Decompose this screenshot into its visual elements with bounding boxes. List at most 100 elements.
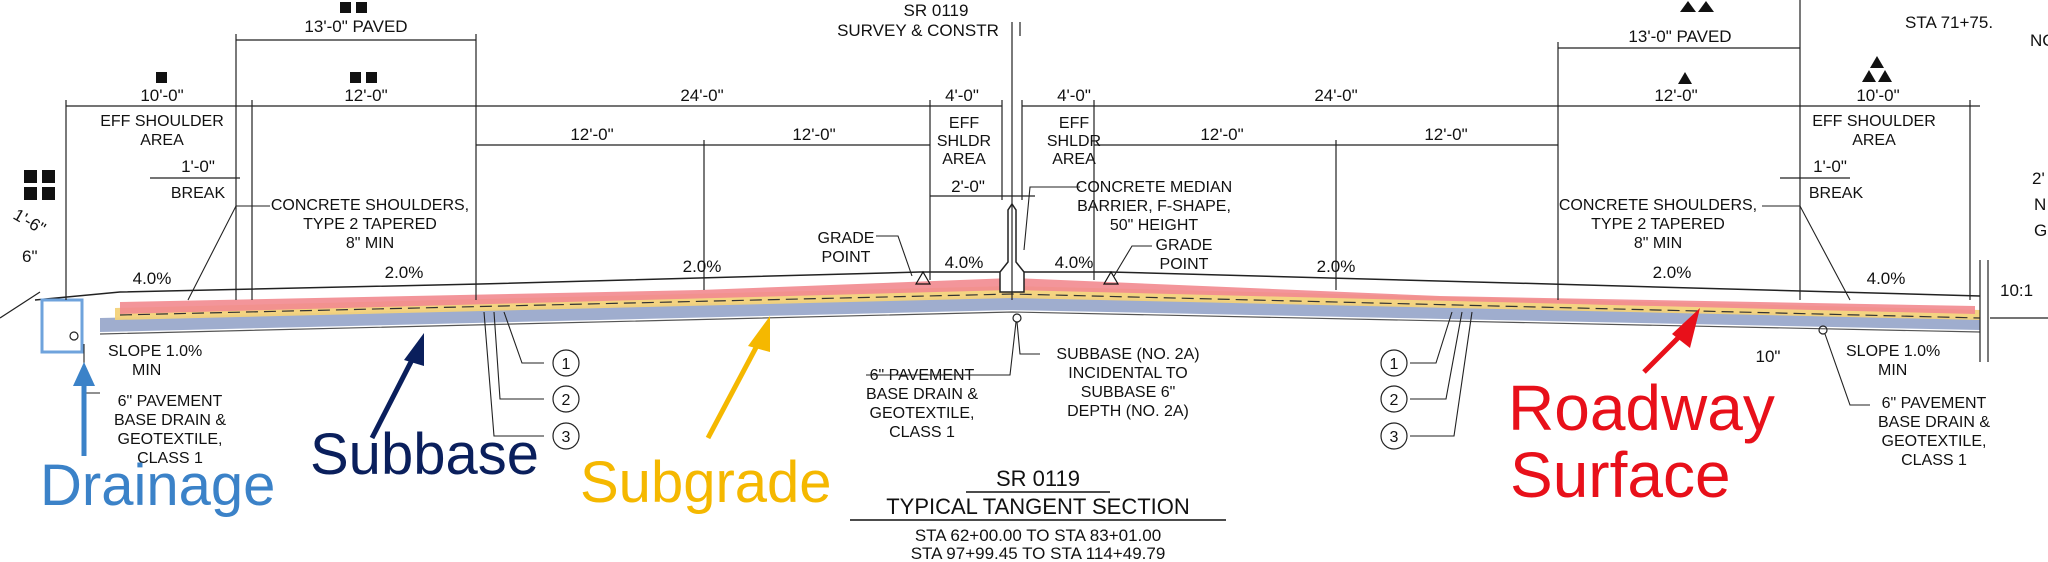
slope-left-shldr: 4.0%: [945, 253, 984, 272]
drain-left-1: 6" PAVEMENT: [118, 393, 223, 410]
median-label-3: 50" HEIGHT: [1110, 217, 1199, 234]
slope-right-1: SLOPE 1.0%: [1846, 343, 1940, 360]
callout-circle-2-left: [552, 385, 580, 413]
slope-right-inner: 2.0%: [1317, 257, 1356, 276]
break-right: BREAK: [1809, 185, 1864, 202]
right-partial-2-dim: 2': [2032, 169, 2045, 188]
conc-shoulders-left-3: 8" MIN: [346, 235, 394, 252]
grade-point-marker-icon: [914, 270, 932, 285]
right-partial-g: G: [2034, 221, 2047, 240]
callout-circle-3-right: [1380, 422, 1408, 450]
drain-right-4: CLASS 1: [1901, 452, 1967, 469]
annotation-roadway-2: Surface: [1510, 439, 1731, 511]
marker-square-icon: [366, 72, 377, 83]
median-label-1: CONCRETE MEDIAN: [1076, 179, 1232, 196]
level-markers: [24, 1, 1892, 285]
title-line4: STA 97+99.45 TO STA 114+49.79: [911, 544, 1166, 562]
drain-center-2: BASE DRAIN &: [866, 386, 978, 403]
subbase-arrow: [369, 354, 417, 440]
marker-triangle-icon: [1678, 72, 1692, 84]
eff-shoulder-area-right-1: EFF SHOULDER: [1812, 113, 1936, 130]
eff-shldr-left-1: EFF: [949, 115, 979, 132]
left-break-dim: 1'-0": [181, 157, 215, 176]
left-sub-12a: 12'-0": [570, 125, 613, 144]
pavement-layers: [0, 202, 2048, 362]
right-shoulder-dim: 10'-0": [1856, 86, 1899, 105]
callouts: 1 2 3 1 2 3: [552, 349, 1408, 450]
eff-shldr-right-2: SHLDR: [1047, 133, 1101, 150]
labels: EFF SHOULDER AREA EFF SHOULDER AREA BREA…: [100, 113, 2047, 469]
drain-left-4: CLASS 1: [137, 450, 203, 467]
marker-triangle-icon: [1680, 1, 1696, 12]
subgrade-arrow: [705, 338, 763, 440]
right-10in-dim: 10": [1756, 347, 1781, 366]
callout-3-left: 3: [562, 429, 571, 446]
section-title: SR 0119 TYPICAL TANGENT SECTION STA 62+0…: [850, 466, 1226, 562]
left-16-dim: 1'-6": [10, 205, 49, 238]
header: SR 0119 SURVEY & CONSTR STA 71+75. NC: [837, 1, 2048, 50]
subbase-note-4: DEPTH (NO. 2A): [1067, 403, 1189, 420]
callout-circle-1-left: [552, 349, 580, 377]
centerline-line1: SR 0119: [904, 1, 969, 20]
right-sub-12a: 12'-0": [1200, 125, 1243, 144]
left-slope-line: [0, 291, 41, 319]
subbase-note-1: SUBBASE (NO. 2A): [1056, 346, 1199, 363]
callout-2-right: 2: [1390, 392, 1399, 409]
eff-shoulder-area-right-2: AREA: [1852, 132, 1896, 149]
leader-lines: [83, 186, 1870, 437]
dimension-lines: [65, 0, 1980, 300]
top-right-partial: STA 71+75.: [1905, 13, 1993, 32]
dimension-text: 13'-0" PAVED 13'-0" PAVED 10'-0" 12'-0" …: [10, 17, 2045, 366]
conc-shoulders-left-1: CONCRETE SHOULDERS,: [271, 197, 469, 214]
left-edge-box: [40, 298, 84, 354]
drain-right-3: GEOTEXTILE,: [1882, 433, 1987, 450]
left-sub-12b: 12'-0": [792, 125, 835, 144]
slope-left-inner: 2.0%: [683, 257, 722, 276]
eff-shldr-right-1: EFF: [1059, 115, 1089, 132]
marker-triangle-icon: [1878, 70, 1892, 82]
slope-left-2: MIN: [132, 362, 161, 379]
title-line2: TYPICAL TANGENT SECTION: [886, 494, 1190, 519]
roadway-arrowhead-icon: [1672, 308, 1700, 348]
callout-3-right: 3: [1390, 429, 1399, 446]
left-24-dim: 24'-0": [680, 86, 723, 105]
subbase-arrowhead-icon: [404, 333, 424, 366]
drain-center-3: GEOTEXTILE,: [870, 405, 975, 422]
grade-point-marker-icon: [1102, 270, 1120, 285]
slope-left-lane: 2.0%: [385, 263, 424, 282]
left-lane-dim: 12'-0": [344, 86, 387, 105]
slope-left-1: SLOPE 1.0%: [108, 343, 202, 360]
left-drain-pipe: [69, 331, 79, 341]
conc-shoulders-left-2: TYPE 2 TAPERED: [303, 216, 437, 233]
drain-right-1: 6" PAVEMENT: [1882, 395, 1987, 412]
callout-circle-2-right: [1380, 385, 1408, 413]
break-left: BREAK: [171, 185, 226, 202]
slope-labels: 4.0% 2.0% 2.0% 4.0% 4.0% 2.0% 2.0% 4.0%: [133, 253, 1906, 288]
callout-circle-1-right: [1380, 349, 1408, 377]
roadway-arrow: [1642, 330, 1686, 374]
slope-far-left: 4.0%: [133, 269, 172, 288]
grade-point-left-2: POINT: [822, 249, 871, 266]
title-line3: STA 62+00.00 TO STA 83+01.00: [915, 526, 1161, 545]
marker-square-icon: [24, 187, 37, 200]
callout-1-left: 1: [562, 356, 571, 373]
right-24-dim: 24'-0": [1314, 86, 1357, 105]
right-sub-12b: 12'-0": [1424, 125, 1467, 144]
subbase-note-2: INCIDENTAL TO: [1068, 365, 1187, 382]
callout-2-left: 2: [562, 392, 571, 409]
annotation-subbase: Subbase: [310, 422, 539, 487]
slope-right-shldr: 4.0%: [1055, 253, 1094, 272]
right-drain-pipe: [1818, 325, 1828, 335]
marker-square-icon: [24, 170, 37, 183]
left-shoulder-dim: 10'-0": [140, 86, 183, 105]
right-partial-n: N: [2034, 195, 2046, 214]
finished-grade-line: [34, 271, 1981, 301]
marker-square-icon: [350, 72, 361, 83]
grade-point-left-1: GRADE: [818, 230, 875, 247]
subgrade-line: [99, 311, 1981, 335]
eff-shldr-left-3: AREA: [942, 151, 986, 168]
annotation-drainage: Drainage: [40, 453, 275, 518]
center-drain-pipe: [1012, 313, 1022, 323]
median-label-2: BARRIER, F-SHAPE,: [1077, 198, 1231, 215]
